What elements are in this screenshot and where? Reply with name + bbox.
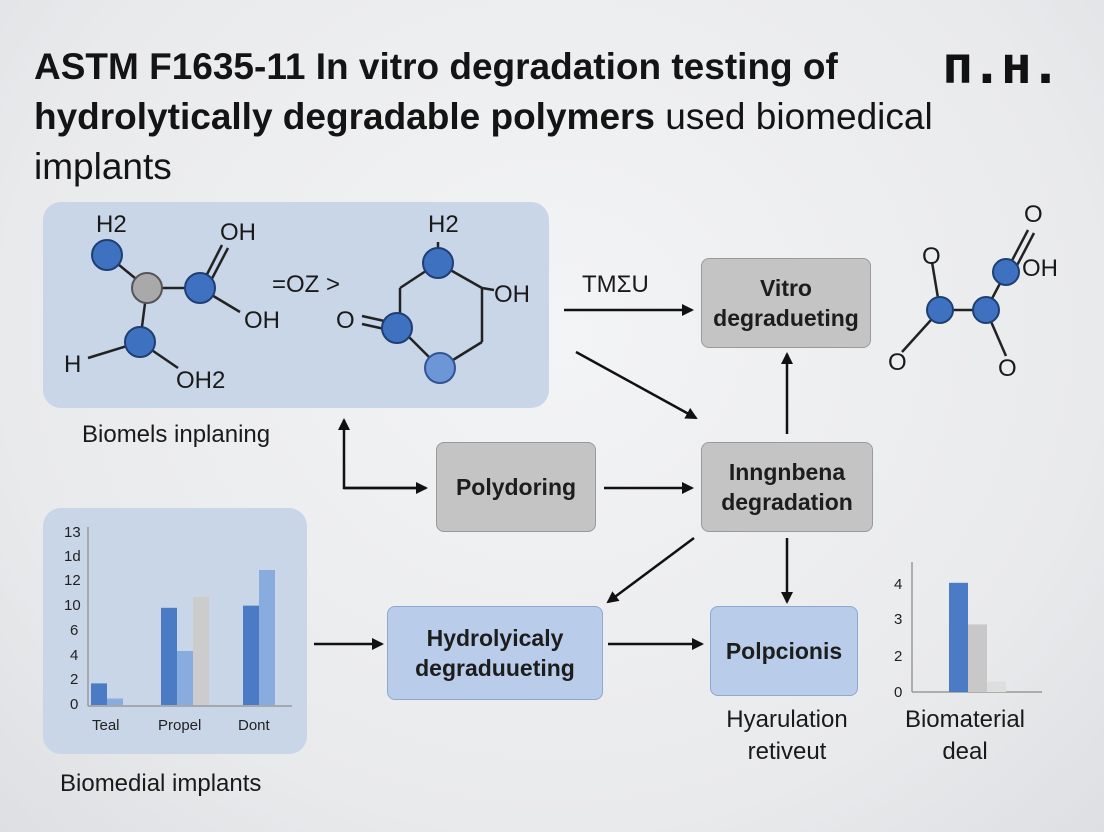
atom-icon [926,296,954,324]
node-vitro-degradueting: Vitro degradueting [701,258,871,348]
chart-bar [243,605,259,705]
x-tick-label: Teal [92,717,120,734]
right-bar-chart: 4 3 2 0 [894,562,1042,701]
title-line-1: ASTM F1635-11 In vitro degradation testi… [34,46,838,87]
mol1-label: OH2 [176,367,225,394]
atom-icon [381,312,413,344]
chemistry-panel [43,202,549,408]
chart-bar [91,683,107,705]
title-line-3: implants [34,146,172,187]
y-tick-label: 3 [894,611,902,628]
atom-icon [972,296,1000,324]
y-tick-label: 10 [64,597,81,614]
mol1-label: H [64,351,81,378]
right-mol-label: O [922,243,941,270]
atom-icon [184,272,216,304]
arrow [606,536,695,604]
chart-bar [259,570,275,705]
y-tick-label: 2 [894,648,902,665]
page-title: ASTM F1635-11 In vitro degradation testi… [34,42,934,192]
atom-icon [131,272,163,304]
y-tick-label: 2 [70,671,78,688]
flow-arrows [314,304,793,650]
atom-icon [422,247,454,279]
y-tick-label: 6 [70,622,78,639]
y-tick-label: 4 [894,576,902,593]
left-chart-caption: Biomedial implants [60,770,262,797]
y-tick-label: 0 [894,684,902,701]
right-mol-label: O [888,349,907,376]
chart-bar [949,582,968,692]
ring-label: OH [494,281,530,308]
right-mol-label: OH [1022,255,1058,282]
x-tick-label: Dont [238,717,271,734]
atom-icon [91,239,123,271]
arrow-label: TMΣU [582,271,649,298]
chart-bar [968,624,987,692]
chart-bar [987,681,1006,692]
mol1-label: OH [220,219,256,246]
right-mol-label: O [1024,201,1043,228]
chart-bar [193,597,209,705]
chemistry-caption: Biomels inplaning [82,421,271,448]
node-inngnbena-degradation: Inngnbena degradation [701,442,873,532]
y-tick-label: 13 [64,524,81,541]
title-line-2-rest: used biomedical [655,96,933,137]
brand-logo: п.н. [942,36,1061,96]
polpcionis-caption: Hyarulation retiveut [726,706,848,765]
node-polydoring: Polydoring [436,442,596,532]
chart-bar [107,698,123,705]
mol1-label: H2 [96,211,127,238]
atom-icon [992,258,1020,286]
x-tick-label: Propel [158,717,201,734]
left-bar-chart: 13 1d 12 10 6 4 2 0 Teal Propel Dont [64,524,292,734]
atom-icon [424,352,456,384]
mol1-label: OH [244,307,280,334]
y-tick-label: 0 [70,696,78,713]
reaction-label: =OZ > [272,271,340,298]
y-tick-label: 12 [64,572,81,589]
chart-bar [177,651,193,705]
y-tick-label: 1d [64,548,81,565]
node-hydrolyicaly-degraduueting: Hydrolyicaly degraduueting [387,606,603,700]
atom-icon [124,326,156,358]
y-tick-label: 4 [70,647,78,664]
node-polpcionis: Polpcionis [710,606,858,696]
ring-label: O [336,307,355,334]
right-chart-caption: Biomaterial deal [904,706,1026,765]
ring-label: H2 [428,211,459,238]
title-line-2-bold: hydrolytically degradable polymers [34,96,655,137]
chart-bar [161,607,177,705]
arrow [575,350,698,420]
right-mol-label: O [998,355,1017,382]
arrow [338,418,426,490]
